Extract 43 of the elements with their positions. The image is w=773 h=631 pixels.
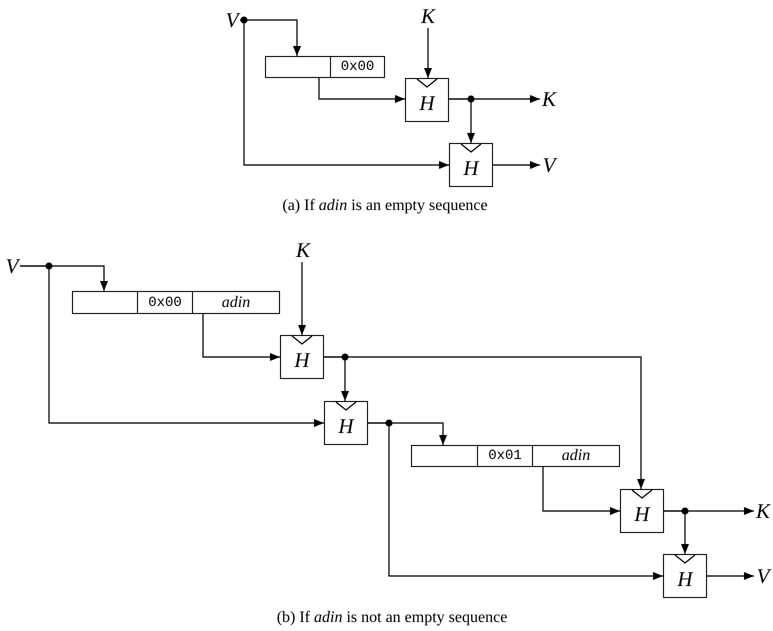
variable-label: V xyxy=(540,155,558,175)
hash-function-box xyxy=(663,554,707,598)
arrow xyxy=(324,356,645,489)
arrow xyxy=(424,28,432,78)
arrow xyxy=(202,314,280,361)
constant-value: 0x00 xyxy=(138,292,193,313)
arrow xyxy=(664,510,689,554)
caption: (b) If adin is not an empty sequence xyxy=(276,609,508,627)
function-label: H xyxy=(338,414,354,438)
function-label: H xyxy=(634,502,650,526)
hash-function-box xyxy=(324,401,368,445)
function-label: H xyxy=(463,156,479,180)
function-label: H xyxy=(677,566,693,592)
arrow xyxy=(20,265,324,427)
hash-function-box xyxy=(449,143,493,187)
variable-label: V xyxy=(4,256,20,276)
input-label: adin xyxy=(560,446,592,466)
variable-label: K xyxy=(754,501,772,521)
variable-label: K xyxy=(420,6,436,28)
constant-value: 0x00 xyxy=(340,58,376,77)
function-label: H xyxy=(419,90,435,116)
arrow xyxy=(318,78,405,103)
hash-function-box xyxy=(620,489,664,533)
concatenation-register xyxy=(72,291,280,314)
caption: (a) If adin is an empty sequence xyxy=(282,197,488,215)
arrow xyxy=(298,262,306,335)
arrow xyxy=(449,98,475,143)
arrow xyxy=(493,161,540,169)
hash-function-box xyxy=(280,335,324,379)
concatenation-register xyxy=(265,56,385,78)
input-label: adin xyxy=(220,292,252,312)
variable-label: V xyxy=(754,566,772,586)
arrow xyxy=(240,19,449,169)
function-label: H xyxy=(294,348,310,372)
variable-label: V xyxy=(224,10,240,30)
arrow xyxy=(368,422,663,580)
hash-function-box xyxy=(405,78,449,122)
variable-label: K xyxy=(540,89,558,109)
arrow xyxy=(707,572,754,580)
concatenation-register xyxy=(411,445,620,467)
variable-label: K xyxy=(294,240,312,262)
arrow xyxy=(542,467,620,515)
constant-value: 0x01 xyxy=(478,446,533,466)
